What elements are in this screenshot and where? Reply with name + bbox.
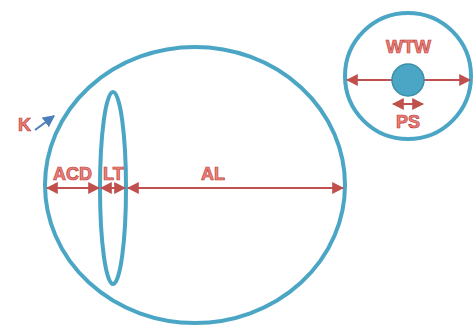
lt-dimension	[101, 187, 125, 189]
eyeball-outline	[45, 47, 345, 323]
al-dimension	[128, 187, 343, 189]
k-pointer	[35, 116, 54, 130]
pupil	[392, 64, 424, 96]
dimension-label: WTW	[385, 37, 432, 57]
acd-dimension	[47, 187, 99, 189]
dimension-label: LT	[102, 164, 125, 184]
dimension-label: PS	[395, 112, 421, 132]
lens-outline	[100, 92, 126, 284]
keratometry-label: K	[17, 115, 32, 135]
dimension-label: AL	[200, 164, 226, 184]
cornea-outline	[345, 13, 471, 139]
ps-dimension	[393, 103, 423, 105]
dimension-label: ACD	[52, 164, 93, 184]
